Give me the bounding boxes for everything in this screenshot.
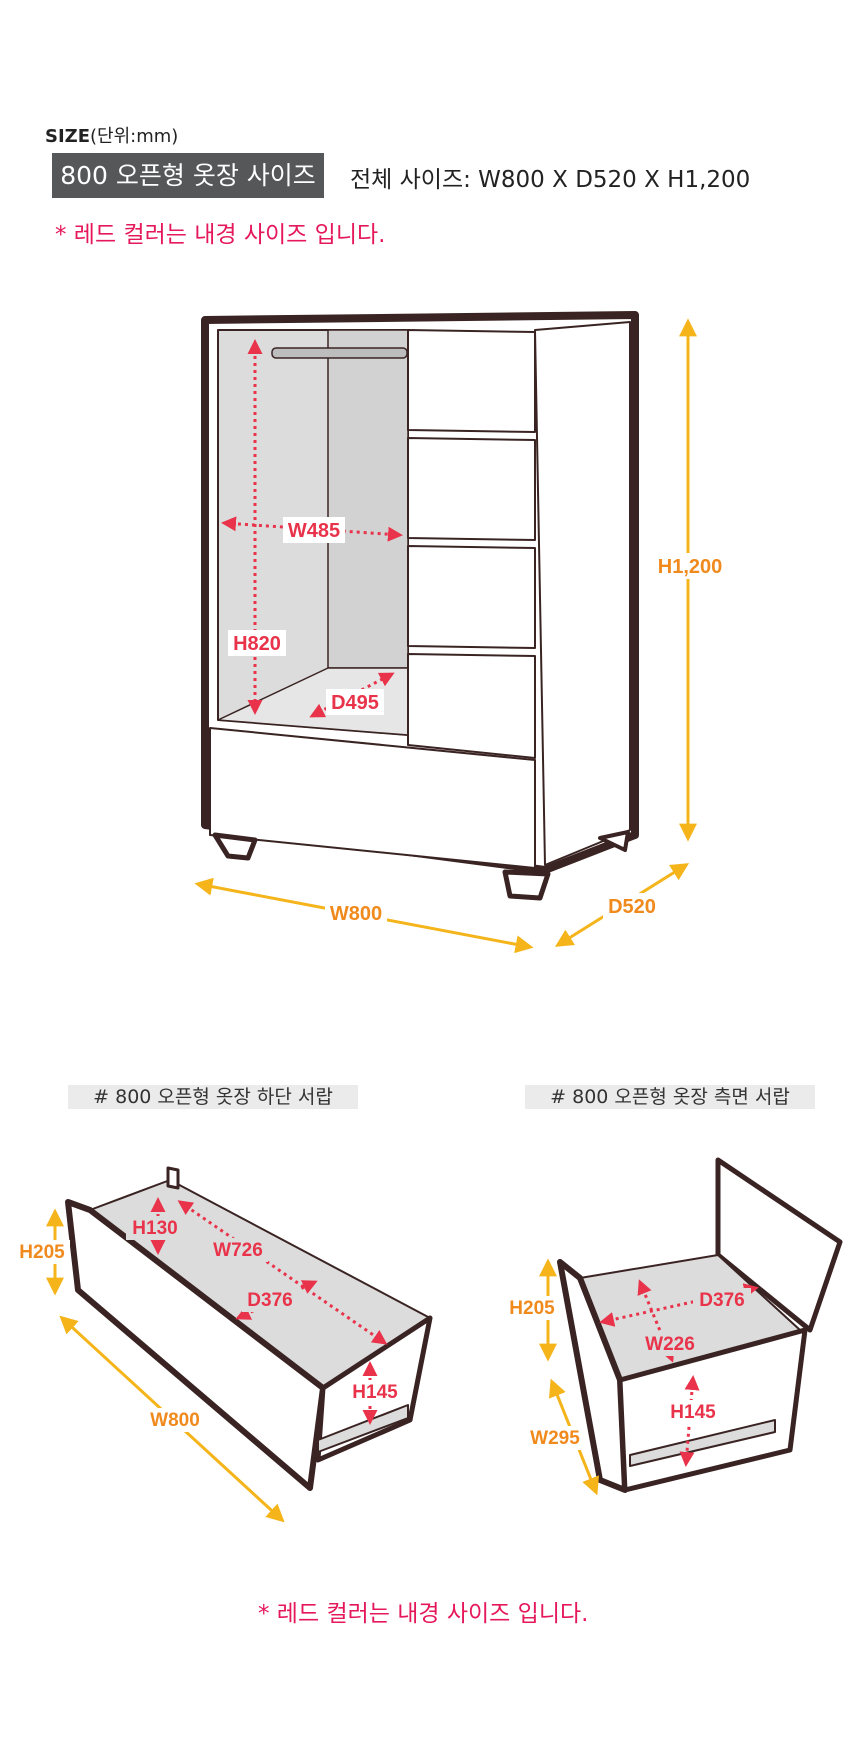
side-drawer-diagram: D376 W226 H145 H205 W295 — [504, 1157, 843, 1496]
size-unit: (단위:mm) — [90, 126, 179, 147]
bottom-drawer-width: W800 — [150, 1410, 200, 1431]
bottom-drawer-inner-w: W726 — [213, 1240, 263, 1261]
height-label: H1,200 — [658, 556, 723, 578]
inner-depth-arrow — [309, 672, 395, 718]
bottom-drawer-inner-h1: H130 — [132, 1218, 177, 1239]
wardrobe-body — [201, 311, 639, 901]
side-drawer-inner-d: D376 — [699, 1290, 744, 1311]
bottom-drawer-label: # 800 오픈형 옷장 하단 서랍 — [68, 1085, 358, 1109]
size-label-bold: SIZE — [45, 126, 91, 147]
inner-depth-label: D495 — [331, 692, 379, 714]
size-label: SIZE(단위:mm) — [45, 122, 178, 148]
footer-note: * 레드 컬러는 내경 사이즈 입니다. — [258, 1601, 589, 1627]
bottom-drawer-height: H205 — [19, 1242, 65, 1263]
width-label: W800 — [330, 903, 382, 925]
inner-width-arrow — [221, 516, 403, 542]
product-size-title: 800 오픈형 옷장 사이즈 — [52, 153, 324, 198]
side-drawer-label: # 800 오픈형 옷장 측면 서랍 — [525, 1085, 815, 1109]
bottom-drawer-body — [65, 1166, 433, 1491]
side-drawer-height: H205 — [509, 1298, 555, 1319]
side-drawer-width: W295 — [530, 1428, 580, 1449]
side-drawer-inner-w: W226 — [645, 1334, 695, 1355]
side-drawer-body — [557, 1157, 843, 1493]
inner-size-note: * 레드 컬러는 내경 사이즈 입니다. — [55, 222, 386, 248]
bottom-drawer-diagram: H130 W726 D376 H145 H205 W800 — [14, 1166, 433, 1523]
side-drawer-inner-h: H145 — [670, 1402, 716, 1423]
bottom-drawer-inner-d: D376 — [247, 1290, 292, 1311]
inner-height-label: H820 — [233, 633, 281, 655]
bottom-drawer-inner-h2: H145 — [352, 1382, 398, 1403]
total-size: 전체 사이즈: W800 X D520 X H1,200 — [350, 167, 751, 193]
wardrobe-diagram: W485 H820 D495 H1,200 W800 D520 — [194, 311, 725, 954]
depth-label: D520 — [608, 896, 656, 918]
inner-width-label: W485 — [288, 520, 340, 542]
